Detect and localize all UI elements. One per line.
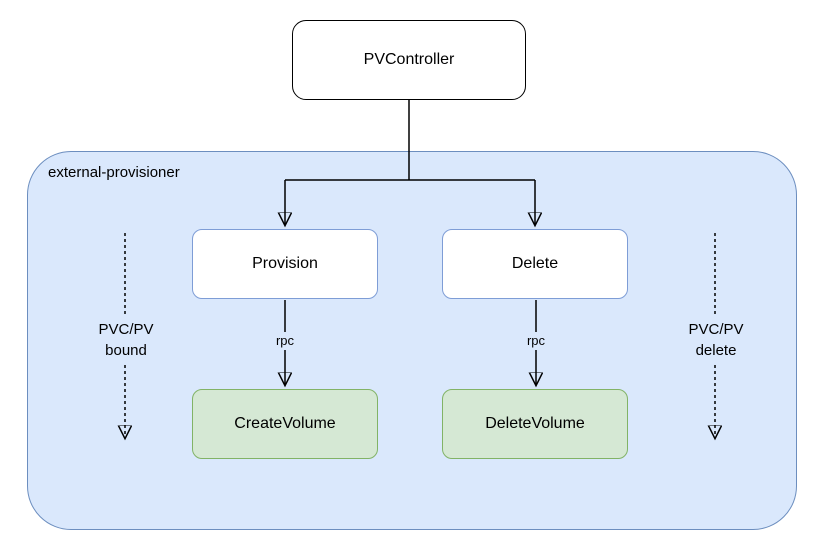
node-delete: Delete (442, 229, 628, 299)
node-provision: Provision (192, 229, 378, 299)
node-deletevolume: DeleteVolume (442, 389, 628, 459)
node-createvolume: CreateVolume (192, 389, 378, 459)
side-label-pvc-pv-bound: PVC/PV bound (93, 317, 159, 363)
side-label-pvc-pv-delete: PVC/PV delete (683, 317, 749, 363)
node-createvolume-label: CreateVolume (234, 415, 336, 432)
edge-label-rpc-delete: rpc (522, 332, 550, 350)
node-delete-label: Delete (511, 255, 559, 272)
node-pvcontroller: PVController (292, 20, 526, 100)
node-provision-label: Provision (252, 255, 318, 272)
side-label-pvc-pv-bound-line2: bound (105, 342, 147, 359)
side-label-pvc-pv-bound-line1: PVC/PV (98, 321, 154, 338)
side-label-pvc-pv-delete-line2: delete (695, 342, 737, 359)
external-provisioner-label: external-provisioner (48, 164, 180, 181)
node-deletevolume-label: DeleteVolume (485, 415, 585, 432)
side-label-pvc-pv-delete-line1: PVC/PV (688, 321, 744, 338)
edge-label-rpc-provision: rpc (271, 332, 299, 350)
node-pvcontroller-label: PVController (363, 51, 455, 68)
